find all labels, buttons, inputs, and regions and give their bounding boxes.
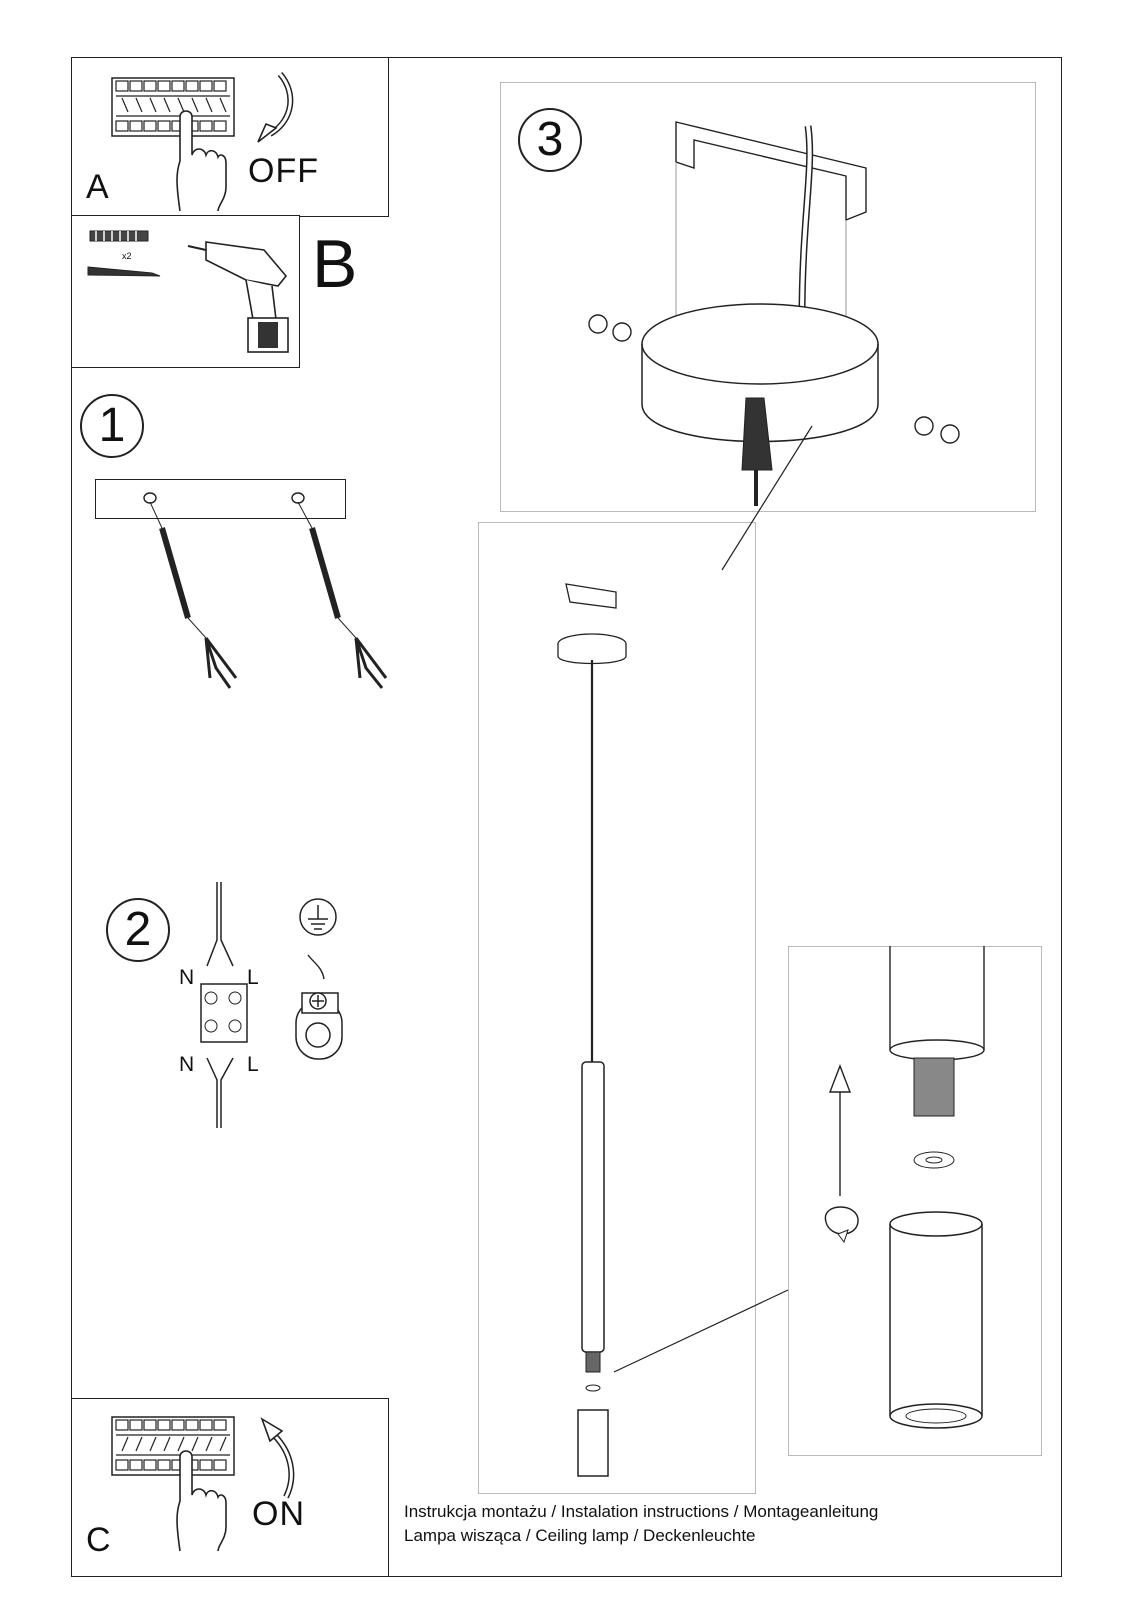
panel-c-letter: C: [86, 1521, 111, 1559]
ground-icon: [295, 898, 343, 1060]
instructions-title: Instrukcja montażu / Instalation instruc…: [404, 1502, 879, 1521]
drill-icon: [187, 241, 289, 353]
callout-line-top: [721, 425, 813, 571]
screw-icon: [87, 266, 161, 277]
off-label: OFF: [248, 152, 319, 190]
ceiling-canopy-icon: [588, 121, 960, 506]
live-bottom-label: L: [247, 1053, 259, 1076]
on-label: ON: [252, 1495, 305, 1533]
panel-a: OFF A: [71, 57, 389, 217]
panel-a-letter: A: [86, 168, 109, 206]
screws-and-plugs-icon: [143, 492, 388, 689]
step-2-badge: 2: [106, 898, 170, 962]
shade-assembly-icon: [824, 946, 985, 1429]
arrow-down-icon: [257, 72, 294, 143]
callout-line-bottom: [613, 1289, 789, 1373]
step-3-badge: 3: [518, 108, 582, 172]
step-1-badge: 1: [80, 394, 144, 458]
live-top-label: L: [247, 966, 259, 989]
shade-detail-panel: [788, 946, 1042, 1456]
product-title: Lampa wisząca / Ceiling lamp / Deckenleu…: [404, 1526, 756, 1545]
hand-icon: [176, 1450, 227, 1552]
panel-b: x2 B: [71, 215, 357, 368]
document-frame: [71, 57, 1062, 1577]
step-3-panel: [500, 82, 1036, 512]
lamp-panel: [478, 522, 756, 1494]
neutral-top-label: N: [179, 966, 195, 989]
arrow-up-icon: [260, 1417, 295, 1499]
panel-c: ON C: [71, 1398, 389, 1577]
hand-icon: [176, 110, 227, 212]
quantity-label: x2: [122, 251, 132, 261]
pendant-lamp-icon: [557, 583, 627, 1477]
panel-b-letter: B: [312, 226, 358, 302]
circuit-breaker-icon: [111, 77, 235, 137]
wall-plug-icon: [89, 230, 149, 242]
terminal-block-icon: [200, 882, 248, 1128]
neutral-bottom-label: N: [179, 1053, 195, 1076]
